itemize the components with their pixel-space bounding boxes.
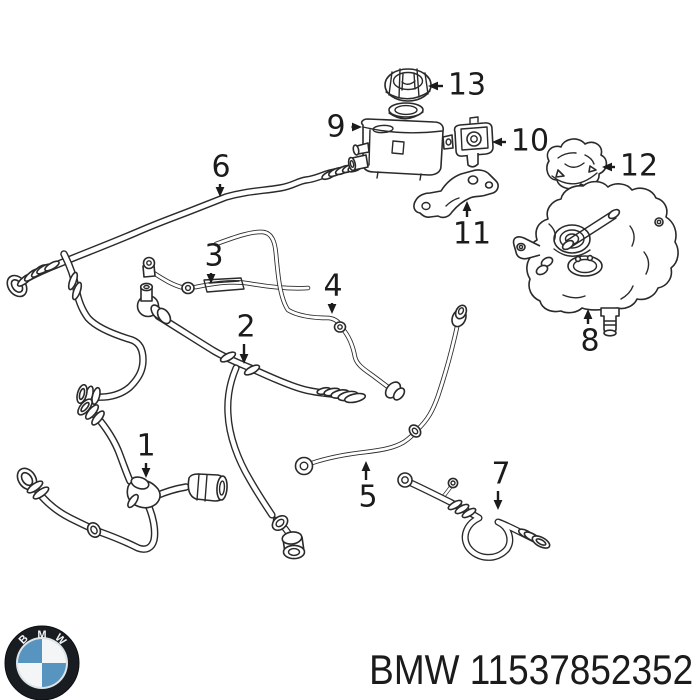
reservoir-9 bbox=[347, 102, 454, 181]
callout-7-arrowhead bbox=[493, 500, 503, 510]
hose7-stub-ring bbox=[447, 477, 459, 489]
callout-2-label: 2 bbox=[236, 310, 255, 345]
hose1-ring bbox=[86, 522, 102, 538]
clip-10 bbox=[453, 116, 494, 168]
callout-10-label: 10 bbox=[511, 124, 549, 159]
bmw-roundel: B M W bbox=[4, 625, 80, 700]
expansion-tank-8 bbox=[512, 180, 679, 337]
cap-13 bbox=[384, 68, 432, 102]
hose-2 bbox=[60, 250, 367, 560]
callout-10-arrowhead bbox=[492, 137, 502, 147]
reservoir9-tab bbox=[442, 134, 454, 150]
callout-13-arrowhead bbox=[428, 81, 438, 91]
hose-6 bbox=[6, 161, 365, 298]
callout-8-arrowhead bbox=[583, 309, 593, 319]
callout-6-label: 6 bbox=[211, 150, 230, 185]
callout-3-label: 3 bbox=[204, 239, 223, 274]
callout-1-label: 1 bbox=[136, 429, 155, 464]
part-number-text: BMW 11537852352 bbox=[369, 646, 693, 693]
callout-8: 8 bbox=[580, 309, 600, 359]
callout-4: 4 bbox=[323, 269, 343, 314]
callout-4-arrowhead bbox=[327, 304, 337, 314]
pipe3-bracket bbox=[203, 277, 245, 293]
logo-letter-m: M bbox=[37, 629, 46, 641]
callout-12-arrowhead bbox=[602, 162, 612, 172]
callout-3: 3 bbox=[204, 239, 224, 284]
callout-11-label: 11 bbox=[453, 217, 491, 252]
cap-12 bbox=[546, 138, 608, 190]
callout-11-arrowhead bbox=[462, 201, 472, 211]
clip10-tab bbox=[466, 153, 479, 168]
pipe-4 bbox=[213, 229, 406, 401]
tank8-bracket-wing bbox=[512, 236, 541, 260]
callout-11: 11 bbox=[453, 201, 491, 252]
pipe-5 bbox=[294, 304, 468, 476]
callout-5: 5 bbox=[358, 461, 378, 515]
callout-9-label: 9 bbox=[326, 110, 345, 145]
callout-4-label: 4 bbox=[323, 269, 342, 304]
pipe5-grommet bbox=[408, 424, 422, 438]
callout-12: 12 bbox=[602, 149, 658, 184]
pipe5-eyelet bbox=[294, 456, 314, 476]
callout-6: 6 bbox=[211, 150, 231, 197]
bracket-11 bbox=[413, 169, 499, 219]
callout-7: 7 bbox=[491, 457, 511, 510]
logo-quadrants bbox=[18, 639, 66, 687]
callout-10: 10 bbox=[492, 124, 549, 159]
pipe-3 bbox=[142, 256, 311, 295]
callout-13-label: 13 bbox=[448, 68, 486, 103]
callout-13: 13 bbox=[428, 68, 486, 103]
hose-7 bbox=[397, 472, 551, 561]
hose-1 bbox=[16, 398, 228, 553]
callout-1: 1 bbox=[136, 429, 156, 478]
hose2-grommet bbox=[282, 544, 306, 560]
callout-6-arrowhead bbox=[215, 187, 225, 197]
hose7-eyelet bbox=[397, 472, 413, 488]
bmw-logo: B M W bbox=[2, 623, 82, 700]
callout-9: 9 bbox=[326, 110, 362, 145]
hose2-lower-collar bbox=[271, 514, 289, 532]
callout-2-arrowhead bbox=[239, 354, 249, 364]
callout-9-arrowhead bbox=[352, 122, 362, 132]
pipe3-grommet bbox=[181, 281, 195, 295]
callout-5-label: 5 bbox=[358, 480, 377, 515]
callout-7-label: 7 bbox=[491, 457, 510, 492]
hose2-cone-connector bbox=[343, 392, 367, 404]
pipe4-grommet bbox=[333, 321, 347, 333]
callout-12-label: 12 bbox=[620, 149, 658, 184]
callout-8-label: 8 bbox=[580, 324, 599, 359]
callout-5-arrowhead bbox=[361, 461, 371, 471]
callout-2: 2 bbox=[236, 310, 256, 364]
callout-3-arrowhead bbox=[206, 274, 216, 284]
callout-1-arrowhead bbox=[141, 468, 151, 478]
